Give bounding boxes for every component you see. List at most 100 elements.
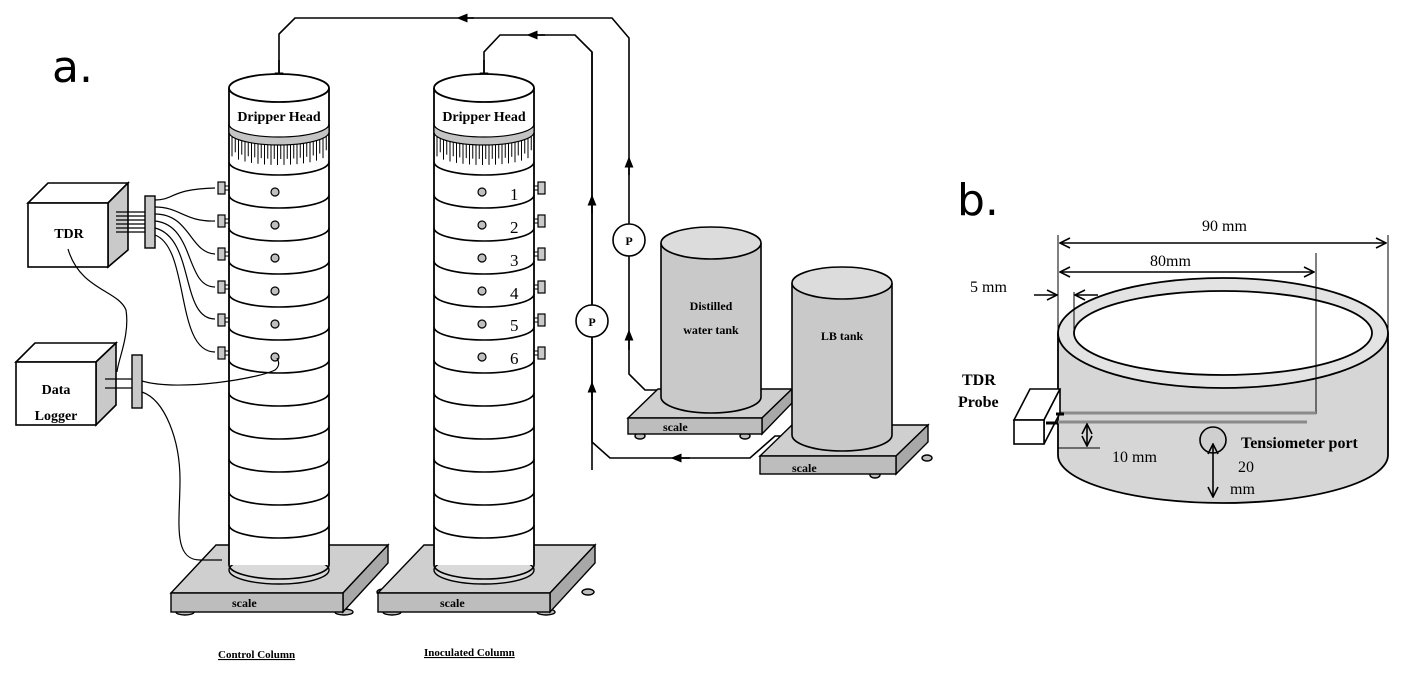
soil-ring	[1057, 277, 1389, 504]
distilled-water-tank: scale Distilled water tank	[626, 226, 794, 440]
pump-2: P	[575, 304, 609, 338]
tdr-connector	[537, 313, 546, 327]
column-segment-joint	[228, 359, 330, 374]
control-dripper-head-label: Dripper Head	[237, 110, 321, 125]
tdr-connector	[537, 346, 546, 360]
column-segment-joint	[228, 326, 330, 341]
sensor-port	[270, 319, 280, 329]
tdr-logger-cable	[67, 248, 128, 373]
port-number-6: 6	[510, 349, 519, 368]
tdr-probe	[1012, 388, 1316, 445]
distilled-tank-label-line1: Distilled	[690, 299, 733, 313]
port-number-4: 4	[510, 284, 519, 303]
probe-height-label: 10 mm	[1112, 449, 1157, 466]
column-segment-joint	[433, 392, 535, 407]
column-segment-joint	[228, 260, 330, 275]
column-segment-joint	[433, 359, 535, 374]
data-logger: Data Logger	[14, 341, 143, 427]
column-segment-joint	[433, 293, 535, 308]
column-segment-joint	[433, 491, 535, 506]
column-segment-joint	[433, 326, 535, 341]
tdr-cables	[154, 187, 216, 353]
tdr-probe-label-line2: Probe	[958, 394, 999, 411]
tdr-connector	[217, 313, 226, 327]
sensor-port	[270, 220, 280, 230]
column-segment-joint	[228, 227, 330, 242]
port-height-label-line2: mm	[1230, 481, 1255, 498]
column-segment-joint	[433, 458, 535, 473]
tdr-connectors-control	[217, 181, 229, 360]
column-segment-joint	[228, 392, 330, 407]
pump-2-label: P	[588, 315, 595, 329]
tdr-probe-label-line1: TDR	[962, 372, 996, 389]
column-segment-joint	[228, 161, 330, 176]
control-column-caption: Control Column	[218, 649, 295, 661]
column-segment-joint	[433, 524, 535, 539]
distilled-tank-label-line2: water tank	[683, 323, 739, 337]
sensor-port	[270, 253, 280, 263]
logger-junction	[131, 354, 143, 409]
wall-thickness-label: 5 mm	[970, 279, 1007, 296]
column-segment-joint	[228, 425, 330, 440]
column-segment-joint	[433, 227, 535, 242]
tdr-label: TDR	[54, 227, 84, 242]
inoculated-dripper-head-label: Dripper Head	[442, 110, 526, 125]
port-number-1: 1	[510, 185, 519, 204]
dripper-needles-inoculated	[436, 136, 532, 165]
sensor-port	[270, 187, 280, 197]
tdr-connector	[537, 214, 546, 228]
inoculated-scale-label: scale	[440, 596, 465, 610]
column-segment-joint	[433, 194, 535, 209]
sensor-port	[477, 253, 487, 263]
tdr-connectors-inoculated	[534, 181, 546, 360]
control-scale-label: scale	[232, 596, 257, 610]
tdr-connector	[537, 247, 546, 261]
port-height-label-line1: 20	[1238, 459, 1254, 476]
tdr-connector	[217, 181, 226, 195]
column-segment-joint	[228, 293, 330, 308]
port-number-2: 2	[510, 218, 519, 237]
inoculated-column-caption: Inoculated Column	[424, 647, 515, 659]
tensiometer-port-label: Tensiometer port	[1241, 435, 1359, 452]
column-segment-joint	[228, 524, 330, 539]
column-segment-joint	[228, 491, 330, 506]
tdr-connector	[217, 214, 226, 228]
column-segment-joint	[433, 260, 535, 275]
panel-b-label: b.	[957, 175, 999, 226]
tdr-connector	[217, 280, 226, 294]
tensiometer-cable	[141, 357, 280, 386]
sensor-port	[477, 352, 487, 362]
tdr-instrument: TDR	[26, 181, 156, 269]
tdr-connector	[537, 181, 546, 195]
port-number-3: 3	[510, 251, 519, 270]
outer-diameter-label: 90 mm	[1202, 218, 1247, 235]
panel-a-label: a.	[52, 42, 93, 93]
inoculated-column: Dripper Head 1 2 3 4 5 6	[433, 73, 535, 585]
column-segment-joint	[433, 425, 535, 440]
inner-diameter-label: 80mm	[1150, 253, 1191, 270]
tdr-multiplexer	[144, 195, 156, 249]
tdr-connector	[537, 280, 546, 294]
column-segment-joint	[433, 161, 535, 176]
sensor-port	[477, 286, 487, 296]
lb-scale-label: scale	[792, 461, 817, 475]
column-segment-joint	[228, 458, 330, 473]
lb-tank-label: LB tank	[821, 329, 864, 343]
pump-1: P	[612, 223, 646, 257]
dripper-needles-control	[231, 136, 327, 165]
distilled-scale-label: scale	[663, 420, 688, 434]
tdr-connector	[217, 346, 226, 360]
lb-tank: scale LB tank	[758, 266, 933, 479]
sensor-port	[270, 286, 280, 296]
control-column: Dripper Head	[228, 73, 330, 585]
column-segment-joint	[228, 194, 330, 209]
sensor-port	[477, 187, 487, 197]
pump-1-label: P	[625, 234, 632, 248]
port-number-5: 5	[510, 316, 519, 335]
logger-label-line2: Logger	[35, 409, 78, 424]
sensor-port	[477, 319, 487, 329]
logger-label-line1: Data	[42, 383, 71, 398]
sensor-port	[477, 220, 487, 230]
scale-cable	[141, 391, 222, 561]
